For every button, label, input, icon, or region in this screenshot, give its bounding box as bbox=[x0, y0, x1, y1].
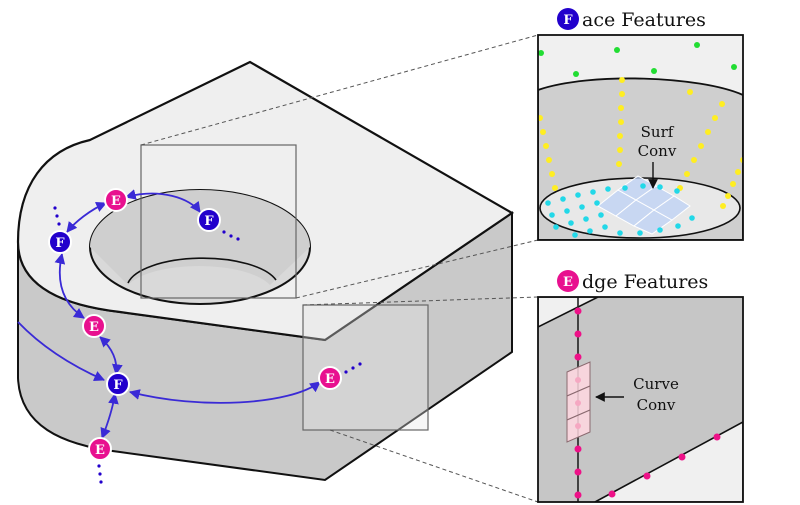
link-f1-e2 bbox=[54, 252, 85, 319]
hole-inner-wall bbox=[90, 190, 310, 285]
svg-text:F: F bbox=[204, 214, 214, 229]
zoom-leader-lines bbox=[140, 34, 539, 503]
face-panel-title: F ace Features bbox=[557, 8, 706, 31]
svg-text:E: E bbox=[325, 372, 335, 387]
svg-text:E: E bbox=[563, 275, 573, 290]
edge-node: E bbox=[318, 366, 342, 390]
surfconv-grid bbox=[597, 175, 691, 235]
curveconv-label-line1: Curve bbox=[633, 375, 679, 393]
edge-points-seam bbox=[574, 307, 582, 499]
svg-text:F: F bbox=[563, 13, 573, 28]
face-node: F bbox=[197, 208, 221, 232]
link-left-f3 bbox=[17, 321, 105, 382]
surfconv-label-line1: Surf bbox=[641, 123, 675, 141]
svg-text:F: F bbox=[113, 378, 123, 393]
svg-text:dge Features: dge Features bbox=[582, 271, 708, 293]
face-points-cyan bbox=[545, 183, 695, 238]
edge-node: E bbox=[88, 437, 112, 461]
face-zoom-box bbox=[140, 144, 297, 299]
link-f3-e3 bbox=[100, 392, 119, 440]
edge-node: E bbox=[104, 188, 128, 212]
edge-panel-title: E dge Features bbox=[557, 270, 708, 293]
link-e2-f3 bbox=[99, 336, 123, 376]
edge-points-diagonal bbox=[608, 433, 721, 498]
svg-text:E: E bbox=[95, 443, 105, 458]
graph-continuations bbox=[53, 206, 362, 484]
graph-nodes: E F F E F E E bbox=[48, 188, 342, 461]
face-points-green bbox=[538, 42, 737, 77]
edge-zoom-box bbox=[302, 304, 429, 431]
hole-bottom-edge bbox=[127, 257, 277, 284]
graph-links bbox=[17, 189, 321, 440]
svg-text:F: F bbox=[55, 236, 65, 251]
curveconv-label-line2: Conv bbox=[637, 396, 676, 414]
link-f3-e4 bbox=[128, 381, 321, 404]
link-e1-f2 bbox=[124, 189, 201, 213]
surfconv-label-line2: Conv bbox=[638, 142, 677, 160]
link-e1-f1 bbox=[66, 201, 107, 233]
svg-text:ace Features: ace Features bbox=[582, 9, 706, 31]
svg-text:E: E bbox=[111, 194, 121, 209]
edge-node: E bbox=[82, 314, 106, 338]
curveconv-sample-points bbox=[575, 377, 581, 429]
face-node: F bbox=[48, 230, 72, 254]
svg-text:E: E bbox=[89, 320, 99, 335]
face-features-panel: F ace Features bbox=[537, 8, 744, 241]
cad-body bbox=[16, 60, 515, 482]
edge-features-panel: E dge Features bbox=[537, 270, 744, 503]
face-points-yellow bbox=[538, 77, 743, 209]
face-node: F bbox=[106, 372, 130, 396]
